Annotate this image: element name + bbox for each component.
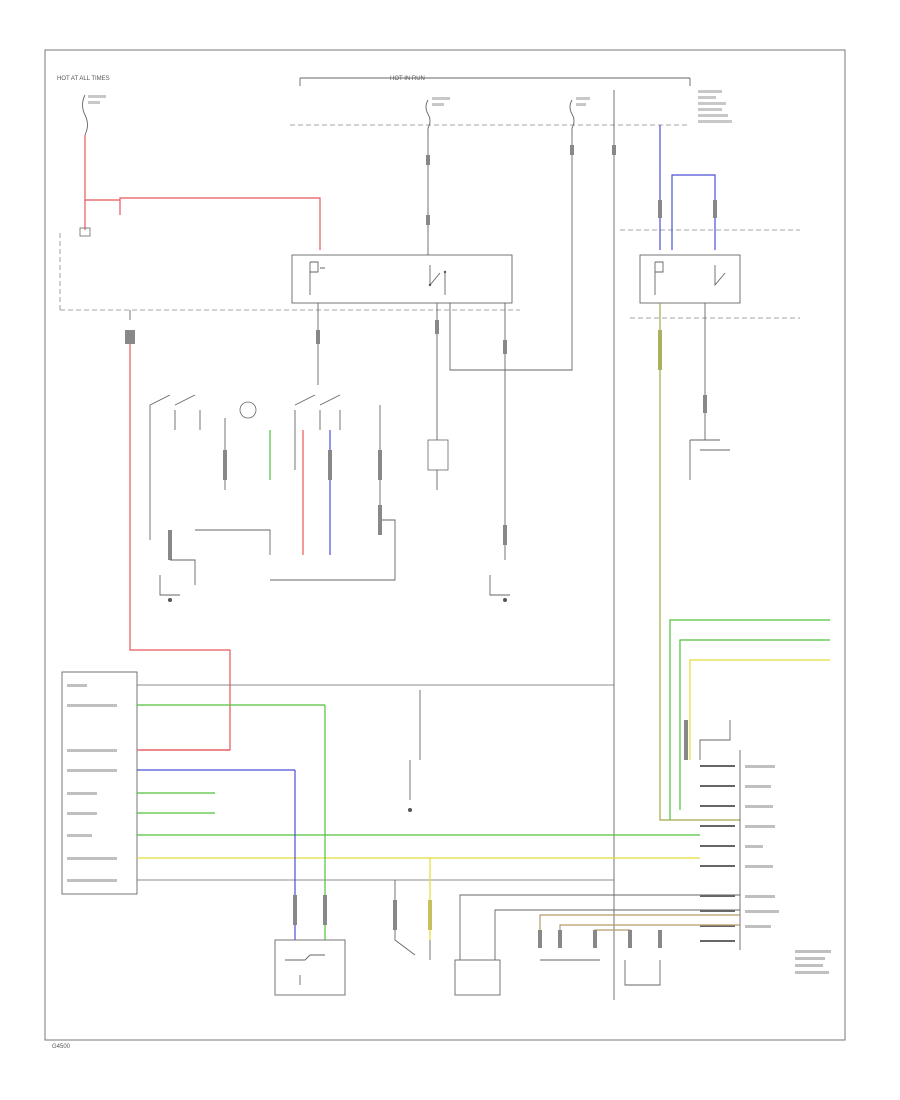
red-wire-left-vertical <box>129 344 231 751</box>
green-wire-right-2 <box>679 639 830 810</box>
fuse-hot-in-run-1 <box>425 99 431 129</box>
figure-code: G4500 <box>52 1044 71 1050</box>
red-wire-fuse <box>84 135 321 250</box>
hvac-control-module <box>61 671 138 895</box>
olive-wire-right <box>659 303 740 821</box>
blue-wire-loop <box>659 125 716 250</box>
ac-compressor-module <box>454 959 501 996</box>
right-module-pins <box>700 765 735 942</box>
fuse-hot-in-run-2 <box>569 99 575 129</box>
hvac-module-pins <box>137 684 700 881</box>
diagram-frame <box>44 49 846 1041</box>
yellow-wire-right <box>689 659 830 760</box>
fuse-hot-at-all-times <box>82 94 88 136</box>
blower-motor-control <box>274 939 346 996</box>
hot-in-run-label: HOT IN RUN <box>390 76 425 82</box>
fuse-labels <box>88 90 732 123</box>
relay-box-right <box>639 254 741 304</box>
green-wire-right-1 <box>669 619 830 820</box>
relay-box-center <box>291 254 513 304</box>
hot-at-all-times-label: HOT AT ALL TIMES <box>57 76 110 82</box>
